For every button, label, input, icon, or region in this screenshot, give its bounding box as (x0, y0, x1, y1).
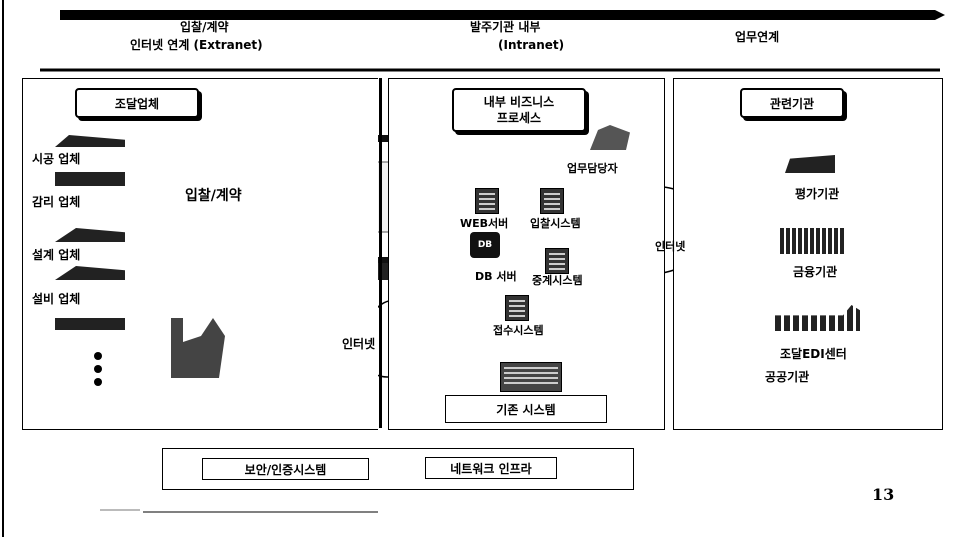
org-evaluation: 평가기관 (795, 187, 840, 201)
suppliers-title: 조달업체 (75, 88, 199, 118)
agencies-title: 관련기관 (740, 88, 844, 118)
legacy-system-icon (500, 362, 562, 392)
company-supervision: 감리 업체 (32, 195, 81, 209)
web-server-icon (475, 188, 499, 214)
header-intranet-line2: (Intranet) (498, 38, 565, 52)
internal-process-title-line2: 프로세스 (496, 111, 542, 125)
org-edi-center: 조달EDI센터 (780, 347, 847, 361)
laptop-label: 입찰/계약 (185, 188, 242, 204)
cloud-left-label: 인터넷 (342, 337, 376, 351)
header-extranet-line2: 인터넷 연계 (Extranet) (130, 38, 263, 52)
more-dot (94, 352, 102, 360)
infra-box (162, 448, 634, 490)
panel-separator (379, 78, 382, 428)
bid-system-label: 입찰시스템 (530, 217, 581, 230)
org-finance: 금융기관 (793, 265, 838, 279)
receipt-system-label: 접수시스템 (493, 324, 544, 337)
db-server-label: DB 서버 (475, 270, 517, 283)
company-facilities: 설비 업체 (32, 292, 81, 306)
more-dot (94, 365, 102, 373)
bank-building-icon (780, 228, 845, 254)
receipt-system-icon (505, 295, 529, 321)
network-infra-label: 네트워크 인프라 (425, 457, 557, 479)
building-icon (785, 155, 835, 173)
legacy-system-label: 기존 시스템 (445, 395, 607, 423)
factory-icon (55, 228, 125, 242)
relay-system-icon (545, 248, 569, 274)
org-public: 공공기관 (765, 370, 810, 384)
internal-process-title-line1: 내부 비즈니스 (483, 95, 555, 109)
relay-system-label: 중계시스템 (532, 274, 583, 287)
security-system-label: 보안/인증시스템 (202, 458, 369, 480)
more-dot (94, 378, 102, 386)
company-construction: 시공 업체 (32, 152, 81, 166)
panel-agencies (673, 78, 943, 430)
worker-label: 업무담당자 (567, 162, 618, 175)
page-number: 13 (872, 485, 895, 504)
header-intranet-line1: 발주기관 내부 (470, 20, 541, 34)
db-icon: DB (470, 232, 500, 258)
header-extranet-line1: 입찰/계약 (180, 20, 229, 34)
factory-icon (55, 318, 125, 330)
internal-process-title: 내부 비즈니스 프로세스 (452, 88, 586, 132)
factory-icon (55, 172, 125, 186)
web-server-label: WEB서버 (460, 217, 509, 230)
bid-system-icon (540, 188, 564, 214)
company-design: 설계 업체 (32, 248, 81, 262)
top-banner-bar (60, 10, 945, 20)
header-business-link: 업무연계 (735, 30, 780, 44)
factory-icon (55, 266, 125, 280)
cloud-right-label: 인터넷 (655, 240, 686, 253)
